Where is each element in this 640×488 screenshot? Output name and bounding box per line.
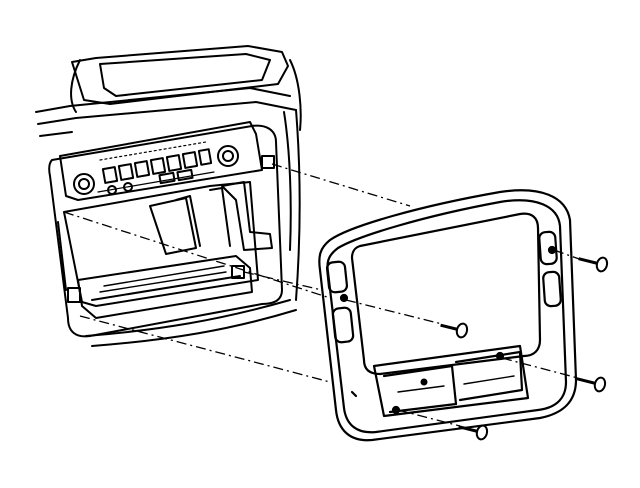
leader-right-tab <box>243 271 323 291</box>
mode-button <box>101 166 119 184</box>
bezel-center-opening <box>350 212 542 376</box>
fan-knob <box>217 145 239 167</box>
leader-lower-right <box>501 357 579 379</box>
upper-right-mount-tab <box>261 155 275 169</box>
leader-lower-left <box>79 315 331 383</box>
bezel-screw-hole-lower-right <box>495 351 505 361</box>
trim-bezel <box>318 189 578 442</box>
right-vent-slot-lower <box>542 270 562 308</box>
screw-lower-right <box>576 376 607 393</box>
leader-bottom-screw <box>397 409 461 427</box>
leader-upper-right <box>553 249 583 261</box>
left-vent-slot-lower <box>331 306 355 344</box>
bezel-screw-hole-left <box>339 293 349 303</box>
bezel-outer-frame <box>318 189 578 442</box>
leader-middle <box>345 299 443 325</box>
leader-upper-left <box>63 211 331 299</box>
upper-vent-frame <box>71 45 289 105</box>
screw-middle <box>440 322 469 339</box>
heater-duct <box>149 197 197 255</box>
screw-bottom <box>458 424 489 441</box>
panel-cavity-frame <box>48 124 283 338</box>
climate-control-head <box>59 121 263 201</box>
screw-upper-right <box>578 256 609 273</box>
alignment-leaders <box>63 163 583 427</box>
lower-shelf <box>77 255 253 319</box>
instrument-panel <box>35 45 302 347</box>
temperature-knob <box>73 173 95 195</box>
left-vent-slot-upper <box>325 260 349 294</box>
bezel-lower-pocket <box>372 344 530 418</box>
leader-top <box>271 163 411 207</box>
screws <box>440 256 609 441</box>
right-vent-slot-upper <box>538 230 558 266</box>
